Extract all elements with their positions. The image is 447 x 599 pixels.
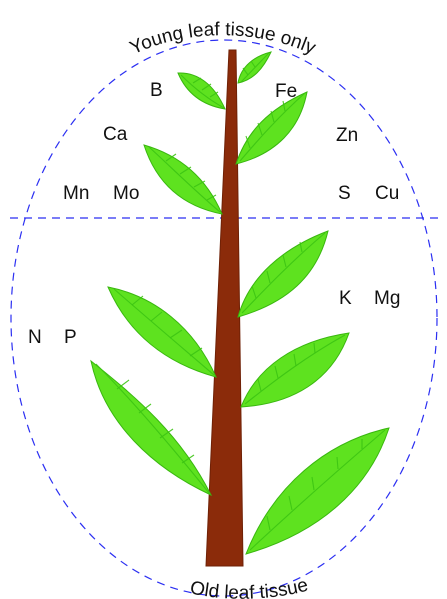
plant-stem-group [206, 50, 243, 566]
leaf-top-right [238, 52, 271, 83]
stem [206, 50, 243, 566]
leaf-middle-left-upper [144, 145, 222, 214]
leaf-bottom-right [246, 428, 389, 554]
nutrient-b: B [150, 80, 163, 101]
nutrient-p: P [64, 327, 77, 348]
leaf-bottom-left [91, 361, 211, 495]
leaf-top-left [178, 73, 225, 109]
lower-right-labels: K Mg [339, 288, 400, 309]
leaf-lower-left [108, 287, 216, 377]
nutrient-fe: Fe [275, 81, 297, 102]
nutrient-s: S [338, 183, 351, 204]
leaf-upper-right [236, 92, 307, 164]
nutrient-k: K [339, 288, 352, 309]
top-label-group: Young leaf tissue only [127, 19, 319, 59]
nutrient-mg: Mg [374, 288, 400, 309]
leaf-lower-right [241, 333, 349, 407]
leaf-middle-right [238, 231, 328, 317]
nutrient-zn: Zn [336, 125, 358, 146]
nutrient-mo: Mo [113, 183, 139, 204]
nutrient-cu: Cu [375, 183, 399, 204]
upper-left-labels: B Ca Mn Mo [63, 80, 163, 204]
nutrient-mn: Mn [63, 183, 89, 204]
nutrient-ca: Ca [103, 124, 128, 145]
lower-left-labels: N P [28, 327, 77, 348]
bottom-arc-label: Old leaf tissue [188, 575, 310, 599]
upper-right-labels: Fe Zn S Cu [275, 81, 399, 204]
top-arc-label: Young leaf tissue only [127, 19, 319, 59]
nutrient-n: N [28, 327, 42, 348]
bottom-label-group: Old leaf tissue [188, 575, 310, 599]
